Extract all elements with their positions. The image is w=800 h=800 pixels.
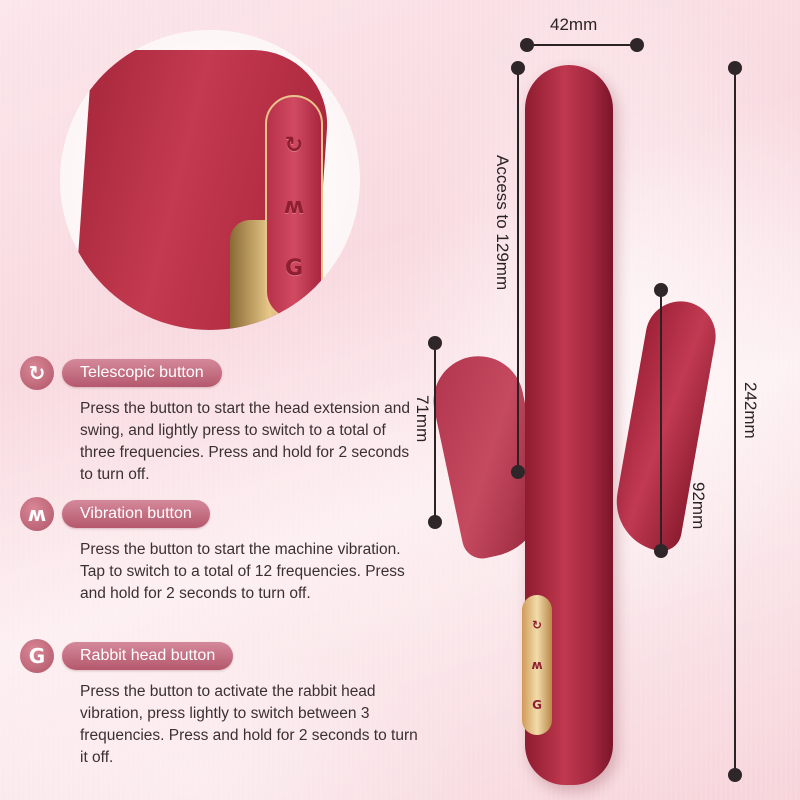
feature-description: Press the button to start the machine vi…: [80, 541, 405, 602]
control-panel-closeup: ↻ ʍ G: [60, 30, 360, 330]
width-dimension-line: [527, 44, 637, 46]
rotate-icon: ↻: [531, 618, 543, 632]
left-arm-dimension-line: [434, 343, 436, 523]
total-length-dimension-line: [734, 68, 736, 775]
total-length-label: 242mm: [741, 382, 760, 439]
dimension-marker: [511, 465, 525, 479]
feature-rabbit-head: G Rabbit head button Press the button to…: [20, 639, 420, 769]
extension-dimension-line: [517, 68, 519, 468]
feature-label: Telescopic button: [62, 359, 222, 387]
right-arm-label: 92mm: [689, 482, 708, 530]
wave-icon: ʍ: [283, 194, 305, 220]
g-letter-icon: G: [20, 639, 54, 673]
feature-telescopic: ↻ Telescopic button Press the button to …: [20, 356, 420, 486]
feature-description: Press the button to start the head exten…: [80, 400, 411, 483]
rotate-icon: ↻: [284, 132, 304, 158]
dimension-marker: [728, 768, 742, 782]
dimension-marker: [654, 283, 668, 297]
right-arm-dimension-line: [660, 290, 662, 552]
product-control-panel: ↻ ʍ G: [522, 595, 552, 735]
extension-label: Access to 129mm: [493, 155, 512, 291]
closeup-button-panel: ↻ ʍ G: [265, 95, 323, 320]
dimension-marker: [428, 515, 442, 529]
dimension-marker: [428, 336, 442, 350]
g-letter-icon: G: [284, 256, 304, 282]
dimension-marker: [630, 38, 644, 52]
rotate-icon: ↻: [20, 356, 54, 390]
wave-icon: ʍ: [531, 658, 543, 672]
dimension-marker: [511, 61, 525, 75]
feature-label: Vibration button: [62, 500, 210, 528]
feature-vibration: ʍ Vibration button Press the button to s…: [20, 497, 420, 605]
dimension-marker: [520, 38, 534, 52]
feature-label: Rabbit head button: [62, 642, 234, 670]
g-letter-icon: G: [532, 698, 542, 712]
left-arm-label: 71mm: [413, 395, 432, 443]
width-label: 42mm: [550, 15, 598, 34]
dimension-marker: [728, 61, 742, 75]
dimension-marker: [654, 544, 668, 558]
product-silhouette: ↻ ʍ G: [425, 55, 730, 795]
wave-icon: ʍ: [20, 497, 54, 531]
feature-description: Press the button to activate the rabbit …: [80, 683, 418, 766]
